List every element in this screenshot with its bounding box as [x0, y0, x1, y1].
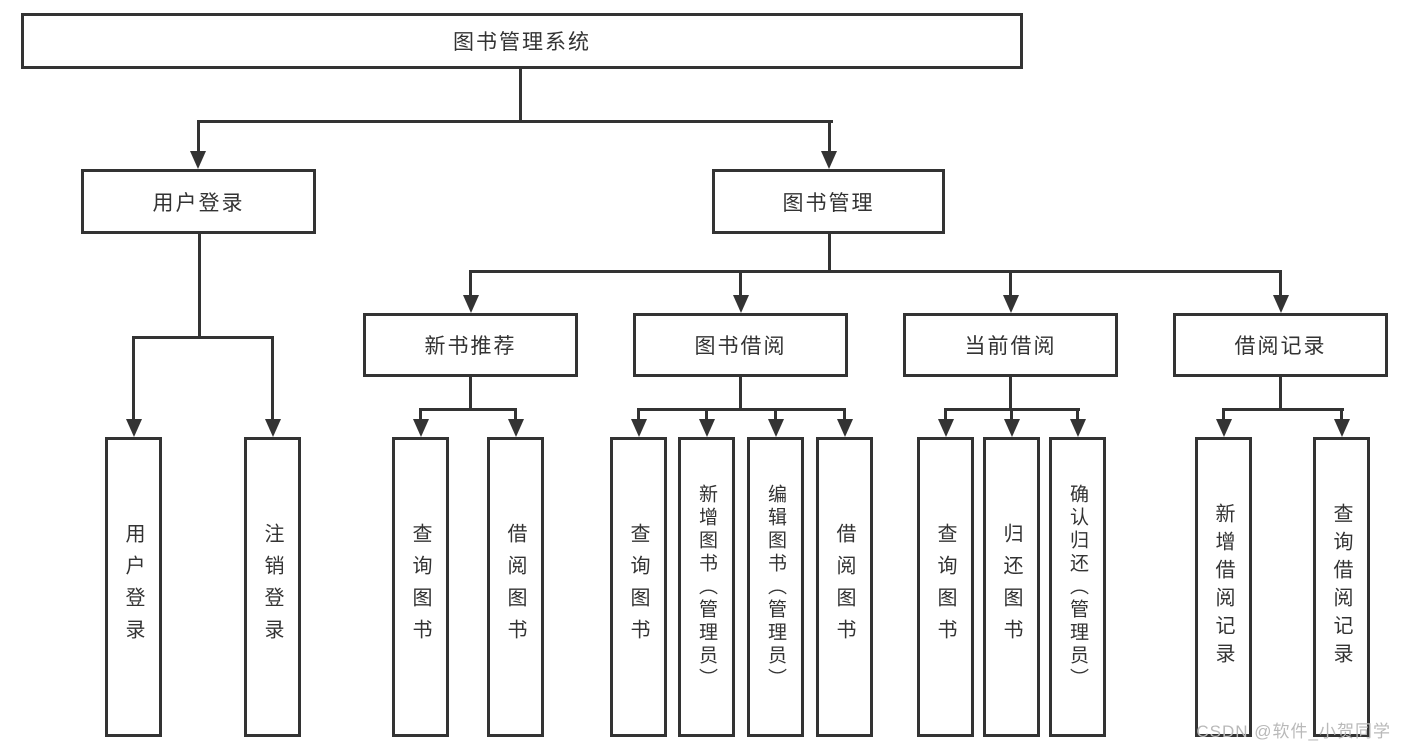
node-label: 当前借阅 — [964, 335, 1057, 358]
leaf-query-books-current: 查询图书 — [917, 437, 974, 737]
node-book-borrow: 图书借阅 — [633, 313, 848, 377]
leaf-label: 新增图书（管理员） — [696, 483, 717, 691]
connector-line — [419, 408, 422, 422]
node-label: 用户登录 — [152, 191, 245, 215]
node-label: 图书管理系统 — [453, 31, 591, 54]
leaf-return-books: 归还图书 — [983, 437, 1040, 737]
connector-line — [469, 270, 1282, 273]
connector-line — [197, 120, 200, 152]
connector-line — [637, 408, 846, 411]
arrowhead-icon — [699, 419, 715, 437]
leaf-borrow-books: 借阅图书 — [816, 437, 873, 737]
arrowhead-icon — [126, 419, 142, 437]
connector-line — [828, 234, 831, 273]
leaf-label: 借阅图书 — [504, 523, 526, 651]
connector-line — [774, 408, 777, 422]
connector-line — [828, 120, 831, 152]
leaf-label: 借阅图书 — [833, 523, 855, 651]
node-book-management: 图书管理 — [712, 169, 945, 234]
connector-line — [1340, 408, 1343, 422]
leaf-borrow-books-recommend: 借阅图书 — [487, 437, 544, 737]
leaf-logout: 注销登录 — [244, 437, 301, 737]
connector-line — [1222, 408, 1344, 411]
connector-line — [705, 408, 708, 422]
arrowhead-icon — [413, 419, 429, 437]
leaf-label: 注销登录 — [261, 523, 283, 651]
leaf-label: 归还图书 — [1000, 523, 1022, 651]
leaf-add-borrow-record: 新增借阅记录 — [1195, 437, 1252, 737]
arrowhead-icon — [190, 151, 206, 169]
arrowhead-icon — [1070, 419, 1086, 437]
connector-line — [519, 69, 522, 123]
leaf-label: 编辑图书（管理员） — [765, 483, 786, 691]
csdn-watermark: CSDN @软件_小贺同学 — [1196, 722, 1391, 741]
arrowhead-icon — [1334, 419, 1350, 437]
connector-line — [1009, 270, 1012, 296]
connector-line — [197, 120, 833, 123]
node-label: 借阅记录 — [1234, 335, 1327, 358]
leaf-label: 用户登录 — [122, 523, 144, 651]
leaf-label: 查询图书 — [934, 523, 956, 651]
connector-line — [739, 377, 742, 411]
connector-line — [514, 408, 517, 422]
leaf-query-books-borrow: 查询图书 — [610, 437, 667, 737]
connector-line — [469, 377, 472, 411]
node-current-borrow: 当前借阅 — [903, 313, 1118, 377]
connector-line — [132, 336, 135, 420]
node-label: 新书推荐 — [424, 335, 517, 358]
connector-line — [1076, 408, 1079, 422]
arrowhead-icon — [508, 419, 524, 437]
connector-line — [1279, 377, 1282, 411]
connector-line — [271, 336, 274, 420]
arrowhead-icon — [821, 151, 837, 169]
arrowhead-icon — [631, 419, 647, 437]
connector-line — [1279, 270, 1282, 296]
connector-line — [469, 270, 472, 296]
connector-line — [637, 408, 640, 422]
leaf-label: 确认归还（管理员） — [1067, 483, 1088, 691]
leaf-edit-books-admin: 编辑图书（管理员） — [747, 437, 804, 737]
connector-line — [419, 408, 517, 411]
arrowhead-icon — [463, 295, 479, 313]
connector-line — [1009, 377, 1012, 411]
arrowhead-icon — [1216, 419, 1232, 437]
connector-line — [132, 336, 274, 339]
node-user-login: 用户登录 — [81, 169, 316, 234]
leaf-label: 查询图书 — [409, 523, 431, 651]
arrowhead-icon — [1004, 419, 1020, 437]
arrowhead-icon — [733, 295, 749, 313]
arrowhead-icon — [938, 419, 954, 437]
leaf-query-books-recommend: 查询图书 — [392, 437, 449, 737]
node-root-system: 图书管理系统 — [21, 13, 1023, 69]
connector-line — [739, 270, 742, 296]
node-label: 图书借阅 — [694, 335, 787, 358]
leaf-query-borrow-record: 查询借阅记录 — [1313, 437, 1370, 737]
node-label: 图书管理 — [782, 191, 875, 215]
arrowhead-icon — [1273, 295, 1289, 313]
leaf-label: 查询借阅记录 — [1330, 503, 1352, 671]
leaf-label: 查询图书 — [627, 523, 649, 651]
leaf-add-books-admin: 新增图书（管理员） — [678, 437, 735, 737]
arrowhead-icon — [265, 419, 281, 437]
connector-line — [198, 234, 201, 339]
node-borrow-records: 借阅记录 — [1173, 313, 1388, 377]
connector-line — [843, 408, 846, 422]
connector-line — [1222, 408, 1225, 422]
arrowhead-icon — [1003, 295, 1019, 313]
arrowhead-icon — [768, 419, 784, 437]
connector-line — [944, 408, 947, 422]
node-new-book-recommend: 新书推荐 — [363, 313, 578, 377]
leaf-label: 新增借阅记录 — [1212, 503, 1234, 671]
leaf-user-login: 用户登录 — [105, 437, 162, 737]
connector-line — [1010, 408, 1013, 422]
leaf-confirm-return-admin: 确认归还（管理员） — [1049, 437, 1106, 737]
arrowhead-icon — [837, 419, 853, 437]
